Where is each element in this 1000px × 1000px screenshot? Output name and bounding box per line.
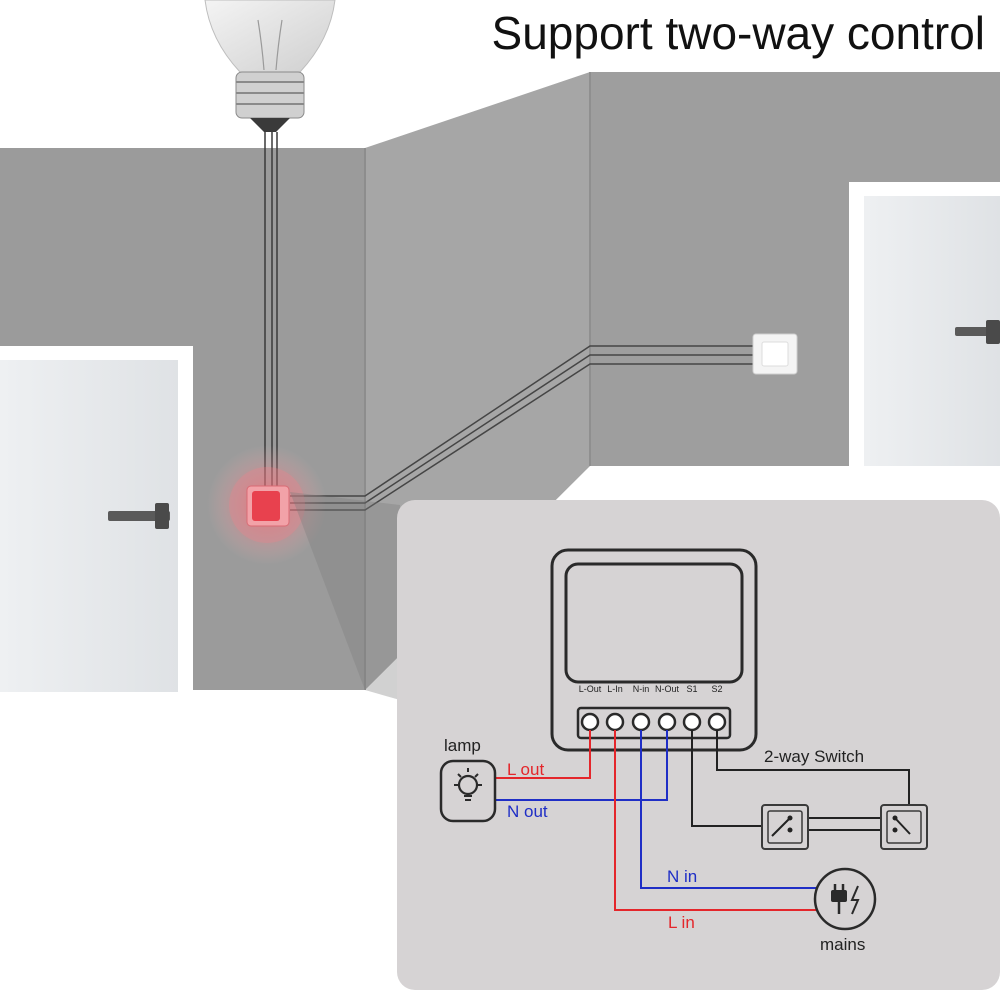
terminal-label-n-in: N-in [632, 684, 650, 694]
terminal-label-s1: S1 [686, 684, 698, 694]
wall-wires [290, 345, 760, 511]
l-out-wire [494, 730, 591, 779]
lamp-icon [439, 759, 497, 823]
terminal-label-n-out: N-Out [654, 684, 680, 694]
terminal-n-out [657, 712, 677, 732]
relay-module [550, 548, 758, 752]
terminal-n-in [631, 712, 651, 732]
l-out-label: L out [507, 760, 545, 779]
light-bulb-icon [204, 0, 336, 132]
two-way-switch-label: 2-way Switch [764, 747, 865, 766]
l-in-wire [614, 730, 816, 911]
left-door-handle [108, 511, 170, 521]
left-door [0, 346, 193, 692]
s1-wire [691, 730, 766, 827]
terminal-label-l-in: L-In [607, 684, 623, 694]
terminal-label-l-out: L-Out [578, 684, 602, 694]
diagram-wires [494, 730, 910, 911]
right-door [849, 182, 1000, 466]
two-way-switch-right-icon [880, 804, 928, 850]
lamp-label: lamp [444, 736, 481, 755]
terminal-l-out [580, 712, 600, 732]
n-out-label: N out [507, 802, 548, 821]
terminal-label-s2: S2 [711, 684, 723, 694]
n-out-wire [494, 730, 668, 801]
projection-shadow [290, 492, 400, 700]
wall-switch [752, 333, 798, 375]
smart-relay-indicator [207, 445, 327, 565]
n-in-wire [640, 730, 816, 889]
n-in-label: N in [667, 867, 698, 886]
mains-label: mains [820, 935, 866, 954]
l-in-label: L in [668, 913, 695, 932]
terminal-l-in [605, 712, 625, 732]
terminal-s1 [682, 712, 702, 732]
mains-plug-icon [813, 867, 877, 931]
ceiling-wires [264, 132, 278, 488]
page-title: Support two-way control [491, 7, 985, 59]
terminal-s2 [707, 712, 727, 732]
two-way-switch-left-icon [761, 804, 809, 850]
